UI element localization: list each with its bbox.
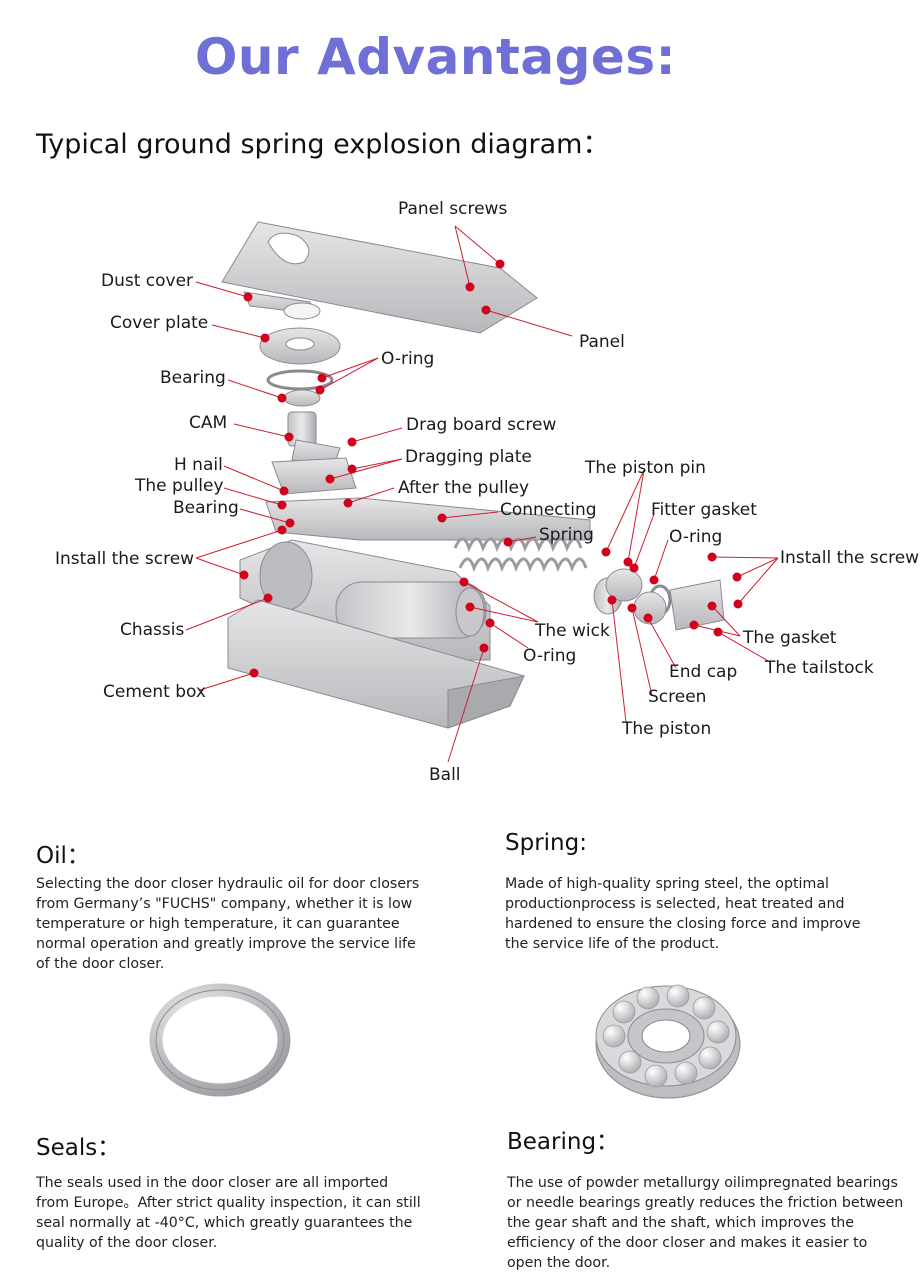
- label-cam: CAM: [189, 413, 227, 433]
- label-fitter-gasket: Fitter gasket: [651, 500, 757, 520]
- spring-description: Made of high-quality spring steel, the o…: [505, 876, 861, 952]
- label-o-ring-bottom: O-ring: [523, 646, 576, 666]
- diagram-parts: [221, 221, 725, 729]
- callout-dots: [239, 259, 743, 678]
- label-the-pulley: The pulley: [134, 476, 224, 496]
- label-end-cap: End cap: [669, 662, 737, 682]
- label-connecting: Connecting: [500, 500, 597, 520]
- spring-part: [453, 537, 588, 573]
- label-ball: Ball: [429, 765, 461, 785]
- o-ring-part: [266, 369, 334, 391]
- diagram-subtitle: Typical ground spring explosion diagram：: [36, 129, 610, 160]
- label-drag-board-screw: Drag board screw: [406, 415, 556, 435]
- label-the-gasket: The gasket: [742, 628, 837, 648]
- explosion-diagram: Panel screws Dust cover Cover plate Pane…: [55, 199, 919, 785]
- o-ring-icon: [149, 983, 291, 1097]
- label-the-wick: The wick: [534, 621, 610, 641]
- label-the-piston-pin: The piston pin: [584, 458, 706, 478]
- label-after-the-pulley: After the pulley: [398, 478, 529, 498]
- spring-heading: Spring:: [505, 830, 587, 856]
- page-title: Our Advantages:: [194, 28, 677, 86]
- oil-heading: Oil：: [36, 843, 90, 869]
- label-h-nail: H nail: [174, 455, 223, 475]
- label-panel-screws: Panel screws: [398, 199, 507, 219]
- label-bearing-top: Bearing: [160, 368, 226, 388]
- bearing-heading: Bearing：: [507, 1129, 620, 1155]
- bearing-part: [283, 389, 321, 407]
- label-spring: Spring: [539, 525, 594, 545]
- seals-heading: Seals：: [36, 1135, 121, 1161]
- label-chassis: Chassis: [120, 620, 184, 640]
- label-install-screw-left: Install the screw: [55, 549, 194, 569]
- label-dust-cover: Dust cover: [101, 271, 193, 291]
- diagram-labels: Panel screws Dust cover Cover plate Pane…: [55, 199, 919, 785]
- label-install-screw-right: Install the screw: [780, 548, 919, 568]
- label-bearing-mid: Bearing: [173, 498, 239, 518]
- panel-part: [221, 221, 538, 334]
- dragging-plate-part: [271, 457, 357, 495]
- bearing-description: The use of powder metallurgy oilimpregna…: [507, 1175, 904, 1271]
- seals-description: The seals used in the door closer are al…: [36, 1175, 421, 1251]
- oil-description: Selecting the door closer hydraulic oil …: [36, 876, 420, 972]
- callout-lines: [185, 225, 779, 763]
- label-cement-box: Cement box: [103, 682, 206, 702]
- ball-bearing-icon: [595, 984, 741, 1099]
- label-screen: Screen: [648, 687, 706, 707]
- label-cover-plate: Cover plate: [110, 313, 208, 333]
- label-dragging-plate: Dragging plate: [405, 447, 532, 467]
- tailstock-part: [669, 579, 725, 631]
- label-o-ring-right: O-ring: [669, 527, 722, 547]
- label-the-piston: The piston: [621, 719, 711, 739]
- label-the-tailstock: The tailstock: [764, 658, 874, 678]
- label-o-ring-top: O-ring: [381, 349, 434, 369]
- label-panel: Panel: [579, 332, 625, 352]
